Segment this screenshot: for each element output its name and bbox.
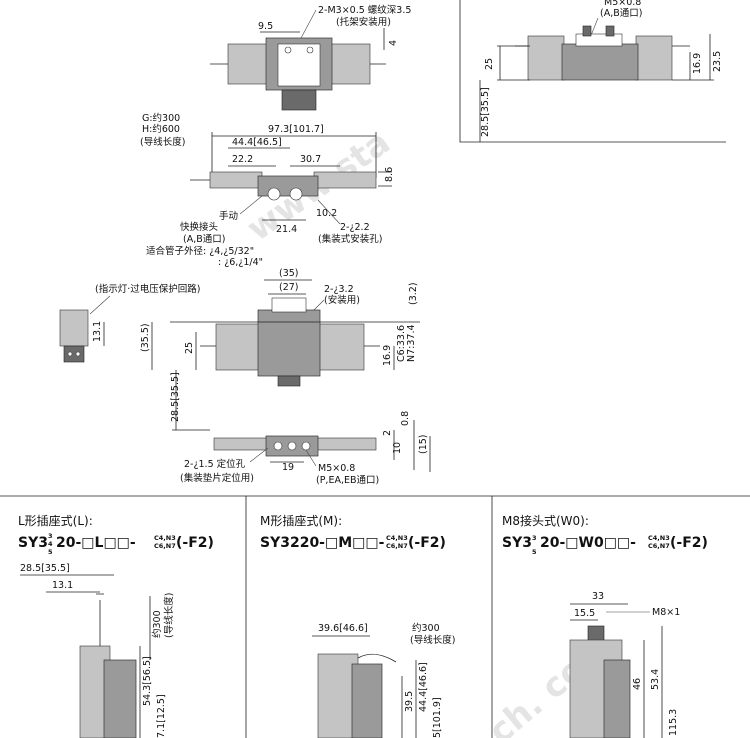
panel-w-model-tail: (-F2) xyxy=(670,535,708,551)
mid-d25: 25 xyxy=(184,342,195,354)
d32: (3.2) xyxy=(408,282,419,305)
b-d10: 10 xyxy=(392,442,403,454)
b-d19: 19 xyxy=(282,462,294,473)
panel-l-frac-mid: 4 xyxy=(48,540,53,548)
locate: 2-¿1.5 定位孔 xyxy=(184,458,246,470)
panel-m-d395: 39.5 xyxy=(404,691,415,712)
panel-w-model-post: 20-□W0□□- xyxy=(540,535,636,551)
panel-l-opt-bot: C6,N7 xyxy=(154,542,176,550)
b-ports: (P,EA,EB通口) xyxy=(316,475,379,486)
d214: 21.4 xyxy=(276,224,297,235)
top-d95: 9.5 xyxy=(258,21,273,32)
right-d169: 16.9 xyxy=(692,53,703,74)
panel-m-model: SY3220-□M□□- xyxy=(260,535,385,551)
hole32: 2-¿3.2 xyxy=(324,284,354,295)
g-lead: G:约300 xyxy=(142,112,180,124)
top-d4: 4 xyxy=(388,40,399,46)
panel-l-d12: 7.1[12.5] xyxy=(156,694,167,738)
manifold-hole: (集装式安装孔) xyxy=(318,233,382,245)
panel-w-opt-top: C4,N3 xyxy=(648,534,670,542)
panel-m: M形插座式(M): SY3220-□M□□- C4,N3 C6,N7 (-F2)… xyxy=(260,513,455,738)
right-m5-label: M5×0.8 xyxy=(604,0,641,8)
b-d2: 2 xyxy=(382,430,393,436)
d444: 44.4[46.5] xyxy=(232,137,282,148)
panel-m-opt-bot: C6,N7 xyxy=(386,542,408,550)
panel-m-d444: 44.4[46.6] xyxy=(418,662,429,712)
tube-od2: : ¿6,¿1/4" xyxy=(218,257,263,268)
panel-l-frac-bot: 5 xyxy=(48,548,53,556)
right-panel: M5×0.8 (A,B通口) 25 16.9 23.5 28.5[35.5] xyxy=(459,0,726,143)
panel-l-title: L形插座式(L): xyxy=(18,513,93,528)
panel-w-d155: 15.5 xyxy=(574,608,595,619)
panel-m-d396: 39.6[46.6] xyxy=(318,623,368,634)
panel-m-d1019: 5[101.9] xyxy=(432,697,443,738)
d222: 22.2 xyxy=(232,154,253,165)
panel-w-opt-bot: C6,N7 xyxy=(648,542,670,550)
top-m3-label: 2-M3×0.5 螺纹深3.5 xyxy=(318,4,411,16)
panel-w-model-pre: SY3 xyxy=(502,535,532,551)
panel-l-frac-top: 3 xyxy=(48,532,53,540)
panel-m-lead-sub: (导线长度) xyxy=(410,634,455,646)
lead-len: (导线长度) xyxy=(140,136,185,148)
panel-w-frac-top: 3 xyxy=(532,534,537,542)
panel-m-model-tail: (-F2) xyxy=(408,535,446,551)
right-d235: 23.5 xyxy=(712,51,723,72)
indicator: (指示灯·过电压保护回路) xyxy=(95,283,200,295)
d86: 8.6 xyxy=(384,167,395,182)
panel-w-d46: 46 xyxy=(632,678,643,690)
d35: (35) xyxy=(279,268,299,279)
d307: 30.7 xyxy=(300,154,321,165)
d27: (27) xyxy=(279,282,299,293)
panel-m-lead: 约300 xyxy=(412,622,440,634)
d355: (35.5) xyxy=(140,323,151,352)
tube-od: 适合管子外径: ¿4,¿5/32" xyxy=(146,245,254,257)
mount: (安装用) xyxy=(324,294,360,306)
fitting-ab: (A,B通口) xyxy=(183,234,225,245)
panel-w-d33: 33 xyxy=(592,591,604,602)
fitting: 快换接头 xyxy=(180,221,218,233)
panel-m-opt-top: C4,N3 xyxy=(386,534,408,542)
panel-w-m8: M8×1 xyxy=(652,607,680,618)
panel-w-title: M8接头式(W0): xyxy=(502,513,589,528)
panel-l-model-tail: (-F2) xyxy=(176,535,214,551)
panel-m-title: M形插座式(M): xyxy=(260,513,342,528)
front-view: G:约300 H:约600 (导线长度) 97.3[101.7] 44.4[46… xyxy=(140,112,395,268)
panel-w-frac-bot: 5 xyxy=(532,548,537,556)
panel-l-model-pre: SY3 xyxy=(18,535,48,551)
panel-l-model-post: 20-□L□□- xyxy=(56,535,136,551)
b-d08: 0.8 xyxy=(400,411,411,426)
b-d15: (15) xyxy=(418,434,429,454)
manual: 手动 xyxy=(219,210,238,222)
panel-w-d534: 53.4 xyxy=(650,669,661,690)
bottom-view: 2 0.8 10 (15) 2-¿1.5 定位孔 (集装垫片定位用) 19 M5… xyxy=(180,411,431,486)
right-d285: 28.5[35.5] xyxy=(480,87,491,137)
panel-l: L形插座式(L): SY3 3 4 5 20-□L□□- C4,N3 C6,N7… xyxy=(18,513,214,738)
panel-l-d131: 13.1 xyxy=(52,580,73,591)
right-d25: 25 xyxy=(484,58,495,70)
d102: 10.2 xyxy=(316,208,337,219)
b-m5: M5×0.8 xyxy=(318,463,355,474)
mid-d169: 16.9 xyxy=(382,345,393,366)
hole22: 2-¿2.2 xyxy=(340,222,370,233)
panel-l-lead-sub: (导线长度) xyxy=(163,593,175,638)
panel-l-lead: 约300 xyxy=(151,610,163,638)
panel-l-opt-top: C4,N3 xyxy=(154,534,176,542)
mid-view: (35) (27) 2-¿3.2 (安装用) (3.2) (指示灯·过电压保护回… xyxy=(59,268,420,431)
h-lead: H:约600 xyxy=(142,123,180,135)
locate-sub: (集装垫片定位用) xyxy=(180,472,254,484)
mid-d285: 28.5[35.5] xyxy=(170,372,181,422)
top-view: 2-M3×0.5 螺纹深3.5 (托架安装用) 9.5 4 xyxy=(210,4,411,111)
n7: N7:37.4 xyxy=(406,324,417,362)
d131: 13.1 xyxy=(92,321,103,342)
panel-w: M8接头式(W0): SY3 3 5 20-□W0□□- C4,N3 C6,N7… xyxy=(502,513,708,738)
top-m3-sub: (托架安装用) xyxy=(336,16,391,28)
d973: 97.3[101.7] xyxy=(268,124,324,135)
panel-l-d543: 54.3[56.5] xyxy=(142,656,153,706)
panel-l-d285: 28.5[35.5] xyxy=(20,563,70,574)
right-ab-port: (A,B通口) xyxy=(600,8,642,19)
c6: C6:33.6 xyxy=(396,325,407,362)
panel-w-d1153: 115.3 xyxy=(668,709,679,736)
